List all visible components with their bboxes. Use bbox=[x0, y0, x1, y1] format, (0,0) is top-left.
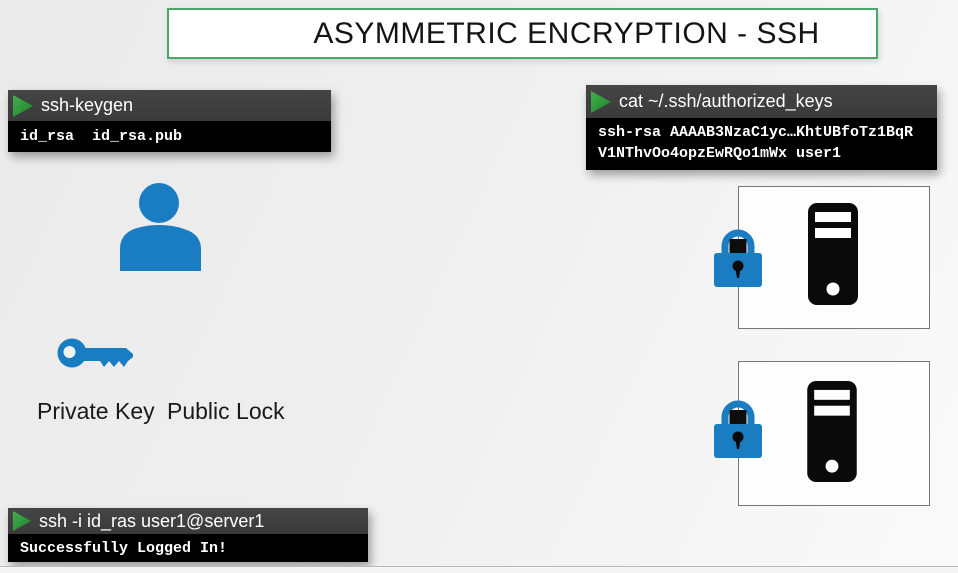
play-prompt-icon bbox=[591, 90, 611, 113]
terminal-header: cat ~/.ssh/authorized_keys bbox=[586, 85, 937, 118]
terminal-header: ssh -i id_ras user1@server1 bbox=[8, 508, 368, 534]
terminal-output: ssh-rsa AAAAB3NzaC1yc…KhtUBfoTz1BqR V1NT… bbox=[586, 118, 937, 170]
server-tower-icon bbox=[808, 203, 858, 305]
page-title: ASYMMETRIC ENCRYPTION - SSH bbox=[313, 16, 820, 50]
terminal-output-line: V1NThvOo4opzEwRQo1mWx user1 bbox=[598, 145, 842, 162]
terminal-output-line: Successfully Logged In! bbox=[20, 539, 228, 557]
terminal-output-line: ssh-rsa AAAAB3NzaC1yc…KhtUBfoTz1BqR bbox=[598, 124, 914, 141]
padlock-icon bbox=[714, 400, 762, 458]
terminal-login: ssh -i id_ras user1@server1 Successfully… bbox=[8, 508, 368, 562]
play-prompt-icon bbox=[13, 94, 33, 117]
terminal-command: ssh-keygen bbox=[41, 95, 134, 115]
terminal-output-line: id_rsa id_rsa.pub bbox=[20, 128, 183, 145]
terminal-header: ssh-keygen bbox=[8, 90, 331, 121]
play-prompt-icon bbox=[12, 511, 32, 531]
padlock-icon bbox=[714, 229, 762, 287]
title-box: ASYMMETRIC ENCRYPTION - SSH bbox=[167, 8, 878, 59]
key-icon bbox=[57, 338, 133, 368]
server-tower-icon bbox=[807, 381, 857, 482]
terminal-output: id_rsa id_rsa.pub bbox=[8, 121, 331, 152]
bottom-edge-line bbox=[0, 566, 958, 567]
label-public-lock: Public Lock bbox=[167, 398, 285, 424]
label-private-key: Private Key bbox=[37, 398, 155, 424]
terminal-command: ssh -i id_ras user1@server1 bbox=[39, 510, 265, 531]
terminal-ssh-keygen: ssh-keygen id_rsa id_rsa.pub bbox=[8, 90, 331, 152]
bottom-strip bbox=[0, 567, 958, 573]
terminal-output: Successfully Logged In! bbox=[8, 534, 368, 562]
terminal-authorized-keys: cat ~/.ssh/authorized_keys ssh-rsa AAAAB… bbox=[586, 85, 937, 170]
person-icon bbox=[120, 183, 201, 271]
terminal-command: cat ~/.ssh/authorized_keys bbox=[619, 91, 833, 111]
